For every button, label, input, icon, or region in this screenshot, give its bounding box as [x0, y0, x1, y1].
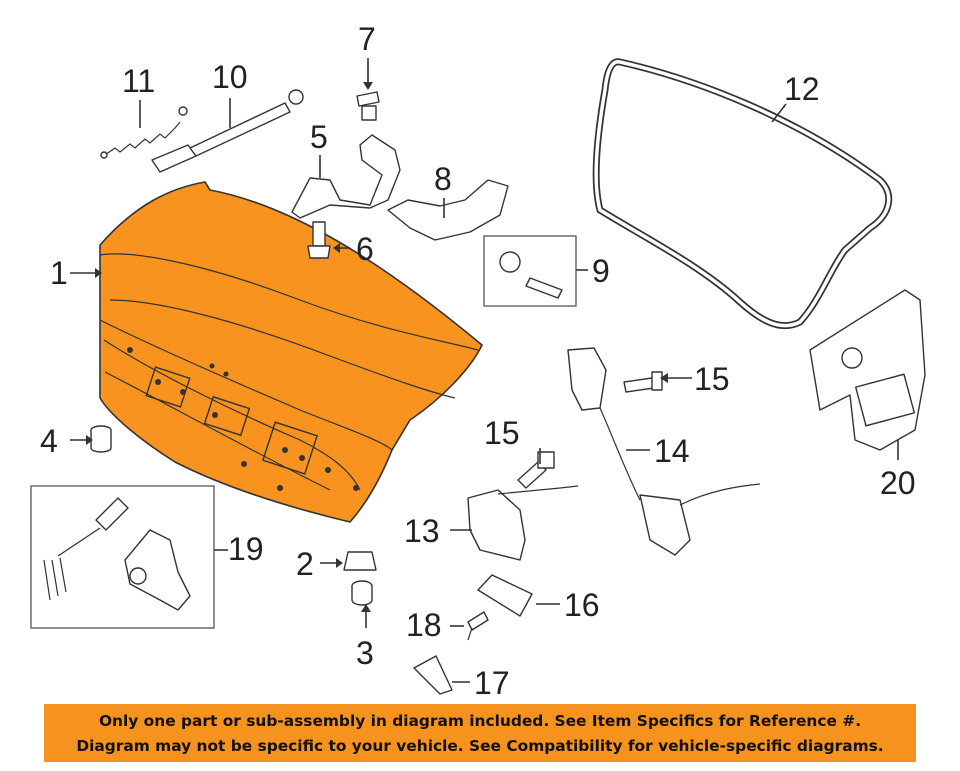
callout-labels: 1 11 10 7 5 6 8 9 12 15 15 14 20 4 19 2 …: [40, 21, 916, 701]
hinge-part: [291, 134, 401, 219]
callout-4: 4: [40, 423, 58, 459]
callout-19: 19: [228, 531, 264, 567]
callout-8: 8: [434, 161, 452, 197]
bracket-part: [387, 179, 509, 241]
callout-14: 14: [654, 433, 690, 469]
clip-2-part: [343, 551, 377, 571]
callout-15b: 15: [484, 415, 520, 451]
callout-15a: 15: [694, 361, 730, 397]
spring-part: [100, 106, 188, 159]
bumper-4-part: [90, 425, 112, 453]
callout-10: 10: [212, 59, 248, 95]
callout-2: 2: [296, 546, 314, 582]
bumper-3-part: [351, 580, 373, 606]
cap-part: [413, 655, 453, 695]
latch-bracket-part: [467, 485, 579, 561]
callout-18: 18: [406, 607, 442, 643]
callout-1: 1: [50, 255, 68, 291]
callout-12: 12: [784, 71, 820, 107]
callout-11: 11: [122, 63, 155, 99]
leader-lines: [70, 58, 899, 683]
handle-part: [477, 574, 533, 617]
callout-20: 20: [880, 465, 916, 501]
callout-9: 9: [592, 253, 610, 289]
callout-3: 3: [356, 635, 374, 671]
callout-16: 16: [564, 587, 600, 623]
callout-7: 7: [358, 21, 376, 57]
release-cable-part: [567, 347, 761, 556]
callout-17: 17: [474, 665, 510, 701]
fastener-9-part: [499, 251, 563, 299]
bolt-15b-part: [517, 451, 555, 489]
disclaimer-line-1: Only one part or sub-assembly in diagram…: [98, 712, 862, 730]
fastener-box-9: [483, 235, 577, 307]
gas-strut-part: [151, 89, 304, 173]
callout-5: 5: [310, 119, 328, 155]
bolt-7-part: [356, 91, 380, 121]
lock-set-box-19: [30, 485, 215, 629]
callout-6: 6: [356, 231, 374, 267]
disclaimer-line-2: Diagram may not be specific to your vehi…: [76, 737, 884, 755]
screw-part: [467, 611, 489, 641]
lock-set-part: [43, 497, 191, 611]
disclaimer-banner: Only one part or sub-assembly in diagram…: [44, 704, 916, 762]
weatherstrip-part: [592, 58, 893, 330]
latch-actuator-part: [809, 289, 926, 451]
bolt-15a-part: [623, 371, 663, 393]
callout-13: 13: [404, 513, 440, 549]
bolt-6-part: [307, 221, 331, 259]
trunk-lid-part: [99, 181, 483, 523]
